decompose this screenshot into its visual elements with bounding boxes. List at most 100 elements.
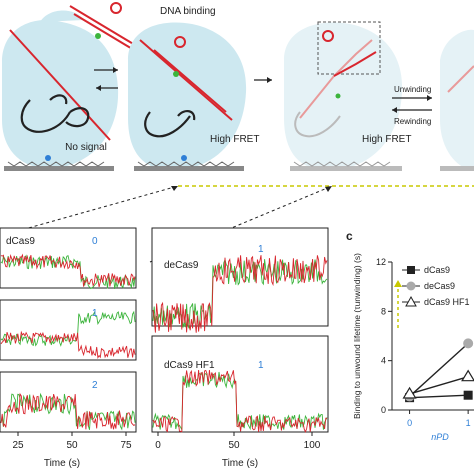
- surface-4: [440, 166, 474, 171]
- panel-c-series: [402, 338, 474, 403]
- panel-c-yaxis-label: Binding to unwound lifetime (τunwinding)…: [352, 253, 362, 419]
- right-tick-label-0: 0: [155, 440, 161, 451]
- arrow-forward-2-head: [267, 77, 272, 83]
- panel-c-xaxis-label: nPD: [431, 432, 449, 442]
- cas9-blob-1-top: [40, 10, 84, 22]
- trace-panel-1: [0, 299, 137, 361]
- trace-panels: dCas9 0 1 2 25 50 75 Time (s) deCas9 1 d…: [0, 227, 329, 469]
- surface-linkers-2: [137, 161, 235, 167]
- legend-marker-circle: [406, 281, 416, 291]
- panel-c-ytick-label-8: 8: [381, 306, 386, 316]
- right-tick-label-100: 100: [304, 440, 321, 451]
- left-tick-label-75: 75: [120, 440, 132, 451]
- point-dcas9-hf1-1: [461, 369, 474, 382]
- hf1-trace-lines: [152, 369, 328, 433]
- decas9-trace-red: [152, 255, 328, 333]
- unwinding-label: Unwinding: [394, 85, 431, 94]
- arrow-forward-1-head: [113, 67, 118, 73]
- dashed-connector-right-head: [325, 186, 332, 192]
- acceptor-dye-3: [322, 30, 334, 42]
- trace-2-green: [0, 392, 136, 431]
- point-dcas9-1: [463, 390, 473, 400]
- surface-1: [4, 166, 114, 171]
- trace-1-red: [0, 330, 136, 359]
- left-panel-title: dCas9: [6, 236, 35, 247]
- left-xaxis-label: Time (s): [44, 458, 80, 469]
- rna-strand-3: [299, 39, 373, 119]
- panel-c-ytick-label-0: 0: [381, 405, 386, 415]
- panel-c-ytick-label-12: 12: [376, 257, 386, 267]
- hf1-trace-red: [152, 369, 328, 433]
- legend-label-hf1: dCas9 HF1: [424, 297, 470, 307]
- panel-c-legend: dCas9 deCas9 dCas9 HF1: [402, 265, 470, 307]
- left-tick-label-50: 50: [66, 440, 78, 451]
- dashed-connector-left-head: [171, 186, 178, 191]
- guide-rna-3: [294, 111, 341, 138]
- trace-1-lines: [0, 310, 136, 359]
- rna-strand-1: [9, 29, 111, 141]
- arrow-rewinding-head: [392, 107, 397, 113]
- surface-3: [290, 166, 402, 171]
- right-xaxis-label: Time (s): [222, 458, 258, 469]
- decas9-count: 1: [258, 244, 264, 255]
- rna-strand-4: [447, 65, 474, 93]
- donor-dye-1: [45, 155, 51, 161]
- point-decas9-1: [463, 338, 474, 349]
- series-line-dcas9: [409, 394, 469, 399]
- decas9-title: deCas9: [164, 260, 199, 271]
- panel-c-yticks: 0 4 8 12: [376, 257, 392, 415]
- no-signal-label: No signal: [65, 142, 107, 153]
- surface-linkers-3: [293, 161, 391, 167]
- dna-unwound-3: [333, 51, 377, 77]
- left-count-2: 2: [92, 380, 98, 391]
- trace-2-lines: [0, 392, 136, 431]
- series-line-dcas9-hf1: [409, 376, 469, 395]
- donor-dye-3: [335, 93, 341, 99]
- rewinding-label: Rewinding: [394, 117, 431, 126]
- high-fret-label-2: High FRET: [362, 134, 411, 145]
- trace-2-red: [0, 392, 136, 430]
- acceptor-dye-2: [174, 36, 186, 48]
- legend-marker-square: [407, 266, 415, 274]
- zoom-box: [317, 21, 381, 75]
- schematic: No signal DNA binding High FRET: [0, 2, 474, 263]
- rna-strand-2: [139, 39, 233, 121]
- panel-c-ytick-label-4: 4: [381, 356, 386, 366]
- donor-dye-2: [173, 71, 179, 77]
- trace-0-red: [0, 253, 136, 288]
- dna-bound-2: [153, 49, 227, 113]
- arrow-unwinding-head: [427, 95, 432, 101]
- guide-rna-2: [144, 110, 196, 138]
- decas9-trace-lines: [152, 255, 328, 333]
- left-tick-label-25: 25: [12, 440, 24, 451]
- dna-top-strand: [69, 5, 141, 49]
- cas9-blob-3: [284, 22, 403, 171]
- surface-2: [134, 166, 244, 171]
- panel-c-letter: c: [346, 229, 353, 243]
- legend-label-decas9: deCas9: [424, 281, 455, 291]
- trace-0-lines: [0, 253, 136, 290]
- yellow-up-arrow-head: [394, 280, 402, 287]
- donor-dye-surface-2: [181, 155, 187, 161]
- point-dcas9-hf1-0: [402, 386, 417, 399]
- hf1-panel: [151, 335, 329, 433]
- panel-c-xtick-label-1: 1: [466, 418, 471, 428]
- cas9-blob-2: [128, 22, 247, 171]
- high-fret-label-1: High FRET: [210, 134, 259, 145]
- arrow-back-1-head: [96, 85, 101, 91]
- panel-c-xtick-label-0: 0: [407, 418, 412, 428]
- surface-linkers-1: [7, 161, 105, 167]
- legend-marker-triangle: [405, 295, 417, 307]
- series-line-decas9: [409, 342, 469, 397]
- left-count-1: 1: [92, 308, 98, 319]
- hf1-title: dCas9 HF1: [164, 360, 215, 371]
- acceptor-dye-free: [110, 2, 122, 14]
- hf1-count: 1: [258, 360, 264, 371]
- right-tick-label-50: 50: [228, 440, 240, 451]
- left-count-0: 0: [92, 236, 98, 247]
- donor-dye-free: [95, 33, 101, 39]
- guide-rna-1: [20, 94, 90, 133]
